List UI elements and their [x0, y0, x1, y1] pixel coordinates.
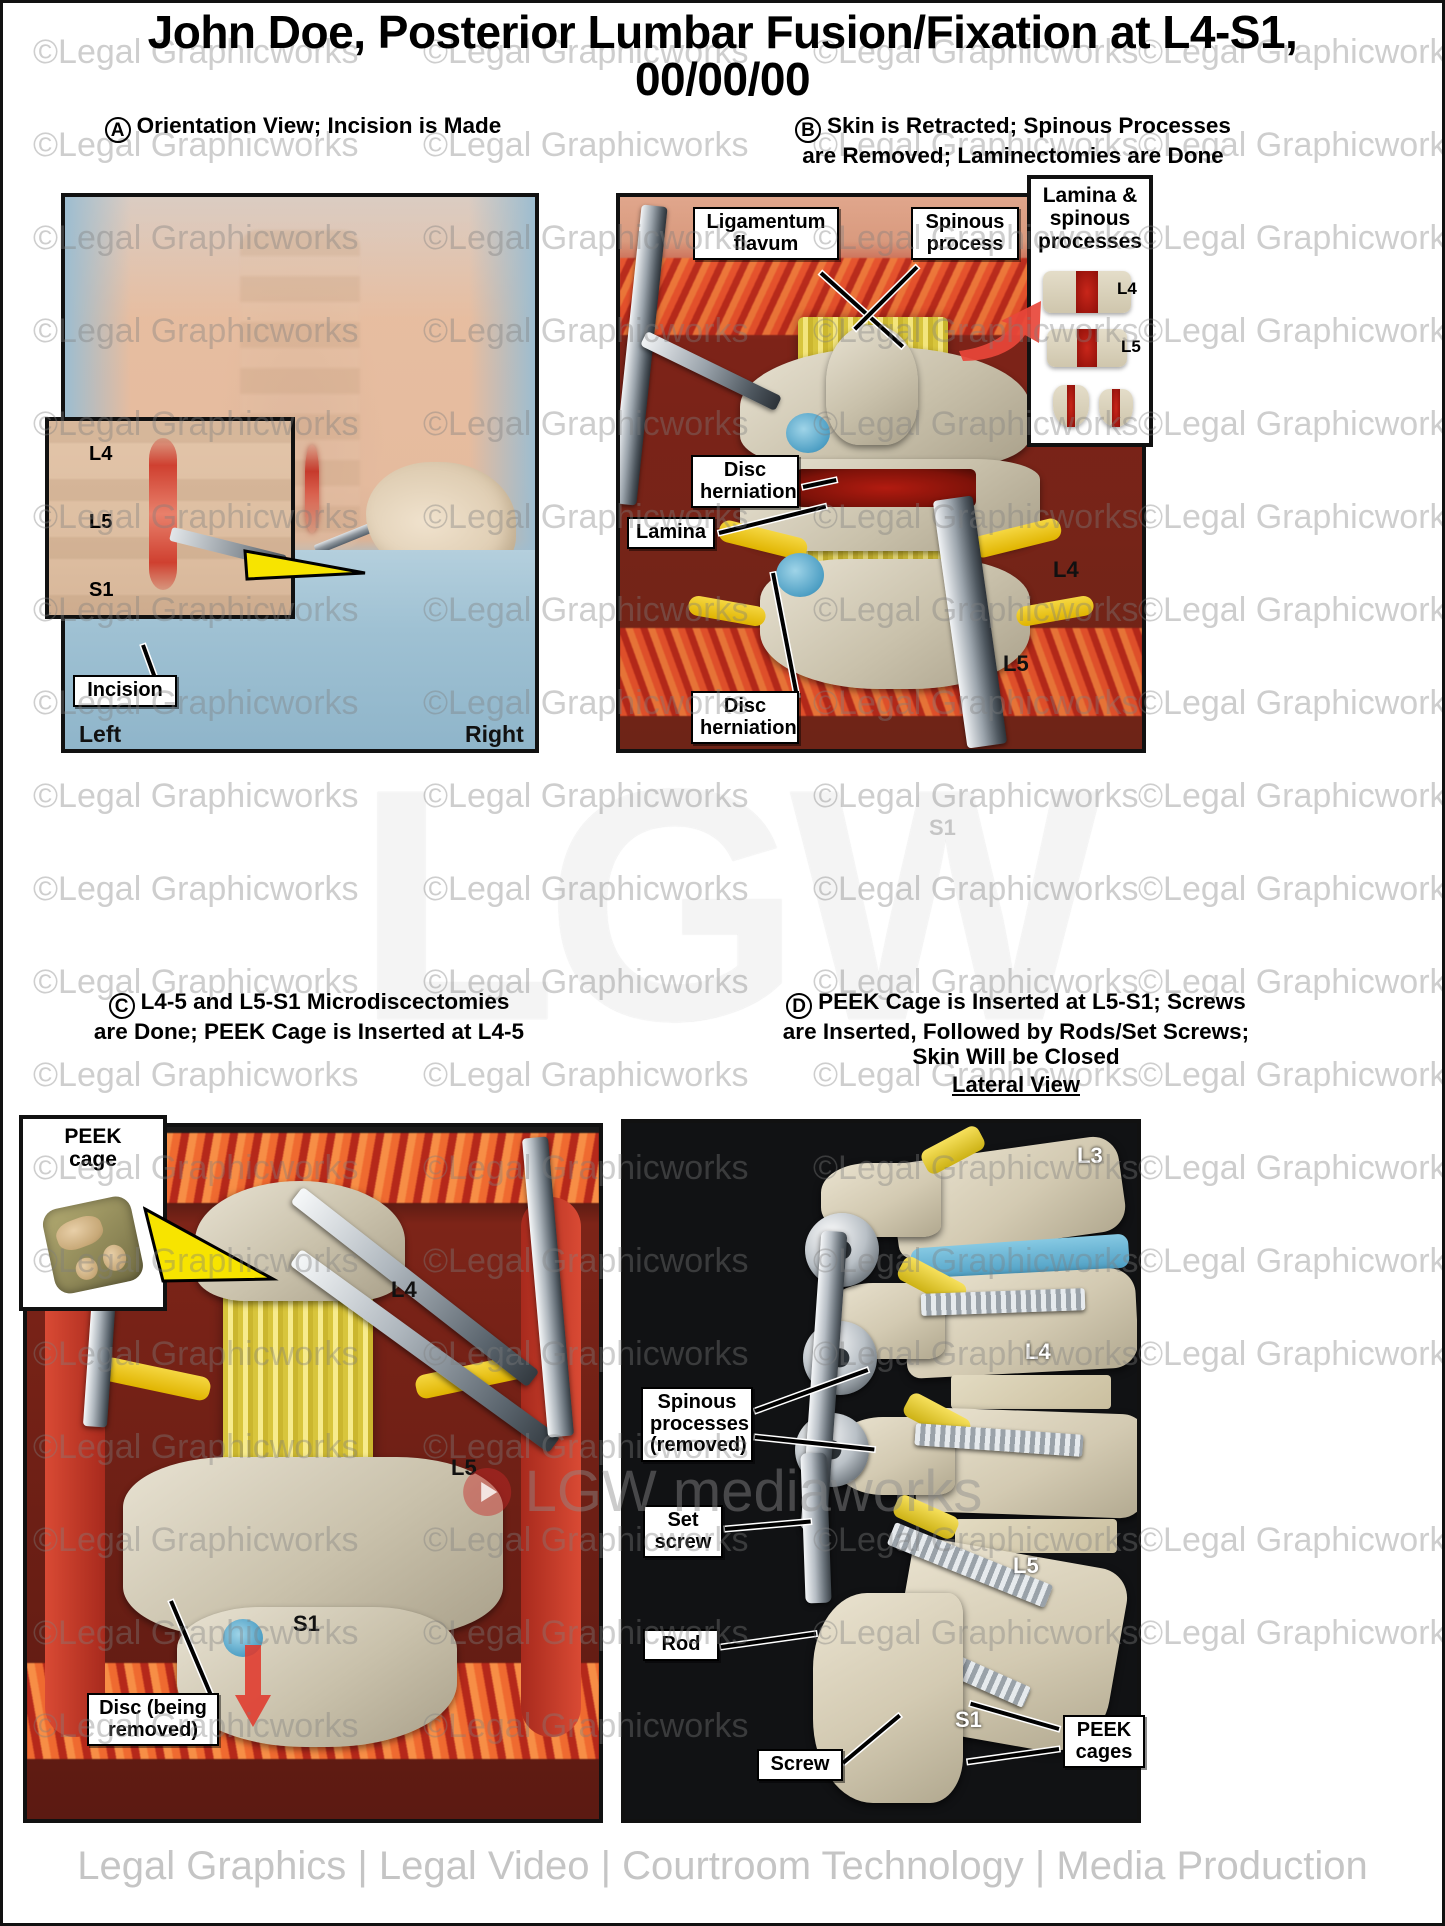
callout-disc-herniation-lower: Disc herniation — [691, 691, 799, 745]
watermark-text: ©Legal Graphicworks — [1138, 219, 1445, 257]
panel-b-label-l5: L5 — [1003, 651, 1029, 676]
panel-a-inset: L4 L5 S1 — [45, 417, 295, 619]
panel-d-image — [621, 1119, 1141, 1823]
callout-rod: Rod — [643, 1629, 719, 1661]
callout-spinous-process: Spinous process — [911, 207, 1019, 261]
panel-b-inset-lamina-l4 — [1043, 271, 1131, 313]
panel-a-letter: A — [104, 117, 131, 143]
watermark-text: ©Legal Graphicworks — [33, 777, 359, 815]
panel-b-caption-line-1: Skin is Retracted; Spinous Processes — [827, 113, 1231, 138]
watermark-text: ©Legal Graphicworks — [33, 870, 359, 908]
panel-d-caption-line-3: Skin Will be Closed — [912, 1044, 1120, 1070]
panel-a-shoulder-shade — [65, 197, 535, 319]
panel-d-label-l5: L5 — [1013, 1553, 1039, 1578]
panel-b-disc-herniation-upper — [786, 413, 830, 453]
watermark-text: ©Legal Graphicworks — [1138, 405, 1445, 443]
callout-screw: Screw — [757, 1749, 843, 1781]
panel-a-caption-line-1: Orientation View; Incision is Made — [136, 113, 502, 138]
panel-a-image — [61, 193, 539, 753]
panel-b-inset-lamina-l5 — [1047, 329, 1127, 367]
panel-a-inset-label-l4: L4 — [89, 443, 113, 465]
panel-c-graft-blob-1 — [52, 1211, 107, 1255]
panel-d-letter: D — [786, 993, 813, 1019]
watermark-text: ©Legal Graphicworks — [1138, 870, 1445, 908]
panel-c-caption-line-1: L4-5 and L5-S1 Microdiscectomies — [140, 989, 510, 1014]
panel-b-inset-title: Lamina & spinous processes — [1038, 184, 1142, 254]
page-title-line-1: John Doe, Posterior Lumbar Fusion/Fixati… — [147, 6, 1298, 58]
panel-c-letter: C — [108, 993, 135, 1019]
panel-c-caption-line-2: are Done; PEEK Cage is Inserted at L4-5 — [93, 1019, 525, 1044]
watermark-text: ©Legal Graphicworks — [1138, 1521, 1445, 1559]
panel-b-inset-spinous-frag-2 — [1099, 389, 1133, 427]
watermark-text: ©Legal Graphicworks — [423, 870, 749, 908]
panel-c-peek-cage-inset: PEEK cage — [19, 1115, 167, 1311]
panel-c-down-arrow — [235, 1645, 271, 1727]
panel-c-label-l4: L4 — [391, 1277, 417, 1302]
callout-disc-being-removed: Disc (being removed) — [87, 1693, 219, 1747]
watermark-text: ©Legal Graphicworks — [1138, 1149, 1445, 1187]
watermark-text: ©Legal Graphicworks — [813, 777, 1139, 815]
panel-a-inset-label-l5: L5 — [89, 511, 113, 533]
watermark-text: ©Legal Graphicworks — [1138, 1242, 1445, 1280]
panel-c-graft-blob-3 — [100, 1242, 129, 1273]
panel-b-inset-label-l4: L4 — [1117, 279, 1137, 298]
panel-a-incision-line — [304, 445, 319, 534]
panel-b-disc-herniation-lower — [776, 553, 824, 597]
panel-a-inset-label-s1: S1 — [89, 579, 114, 601]
panel-d-label-s1: S1 — [955, 1707, 982, 1732]
panel-d-caption-line-2: are Inserted, Followed by Rods/Set Screw… — [782, 1019, 1250, 1044]
panel-c-label-l5: L5 — [451, 1455, 477, 1480]
watermark-text: ©Legal Graphicworks — [1138, 684, 1445, 722]
panel-c-zoom-pointer-arrow — [143, 1206, 279, 1283]
panel-b-inset-arrow — [959, 301, 1041, 361]
panel-d-caption-line-1: PEEK Cage is Inserted at L5-S1; Screws — [818, 989, 1246, 1014]
callout-ligamentum-flavum: Ligamentum flavum — [693, 207, 839, 261]
watermark-text: ©Legal Graphicworks — [33, 1056, 359, 1094]
callout-incision: Incision — [73, 675, 177, 707]
watermark-text: ©Legal Graphicworks — [1138, 777, 1445, 815]
panel-a-label-right: Right — [465, 721, 524, 747]
page-title: John Doe, Posterior Lumbar Fusion/Fixati… — [3, 9, 1442, 103]
panel-b-letter: B — [795, 117, 822, 143]
watermark-text: ©Legal Graphicworks — [1138, 591, 1445, 629]
panel-a-label-left: Left — [79, 721, 122, 747]
watermark-text: ©Legal Graphicworks — [1138, 1335, 1445, 1373]
panel-b-label-l4: L4 — [1053, 557, 1079, 582]
callout-disc-herniation-upper: Disc herniation — [691, 455, 799, 509]
watermark-text: ©Legal Graphicworks — [1138, 1614, 1445, 1652]
panel-a-inset-wound — [148, 438, 177, 590]
callout-spinous-processes-removed: Spinous processes (removed) — [641, 1387, 753, 1462]
page-footer: Legal Graphics | Legal Video | Courtroom… — [77, 1844, 1368, 1888]
panel-d-label-l4: L4 — [1025, 1339, 1051, 1364]
panel-c-peek-cage-graphic — [40, 1193, 146, 1297]
callout-set-screw: Set screw — [643, 1505, 723, 1559]
panel-b-inset: Lamina & spinous processes L4 L5 — [1027, 175, 1153, 447]
panel-b-inset-label-l5: L5 — [1121, 337, 1141, 356]
callout-peek-cages: PEEK cages — [1063, 1715, 1145, 1769]
panel-c-label-s1: S1 — [293, 1611, 320, 1636]
watermark-text: ©Legal Graphicworks — [813, 870, 1139, 908]
panel-c-graft-blob-2 — [74, 1255, 100, 1282]
panel-c-peek-cage-title: PEEK cage — [64, 1125, 122, 1172]
panel-b-spinous-process-l4 — [826, 325, 918, 445]
zoom-pointer-arrow — [243, 549, 366, 581]
callout-lamina: Lamina — [627, 517, 715, 549]
panel-d-subtitle: Lateral View — [952, 1072, 1080, 1098]
page-title-line-2: 00/00/00 — [634, 52, 811, 105]
panel-d-label-l3: L3 — [1077, 1143, 1103, 1168]
panel-b-caption-line-2: are Removed; Laminectomies are Done — [802, 143, 1224, 168]
panel-b-inset-spinous-frag-1 — [1053, 385, 1089, 427]
panel-d-peek-cage-l4-l5 — [951, 1375, 1111, 1409]
watermark-text: ©Legal Graphicworks — [423, 777, 749, 815]
watermark-text: ©Legal Graphicworks — [1138, 498, 1445, 536]
watermark-text: ©Legal Graphicworks — [1138, 312, 1445, 350]
panel-d-rod-lower — [800, 1452, 832, 1604]
panel-b-label-s1: S1 — [929, 815, 956, 840]
